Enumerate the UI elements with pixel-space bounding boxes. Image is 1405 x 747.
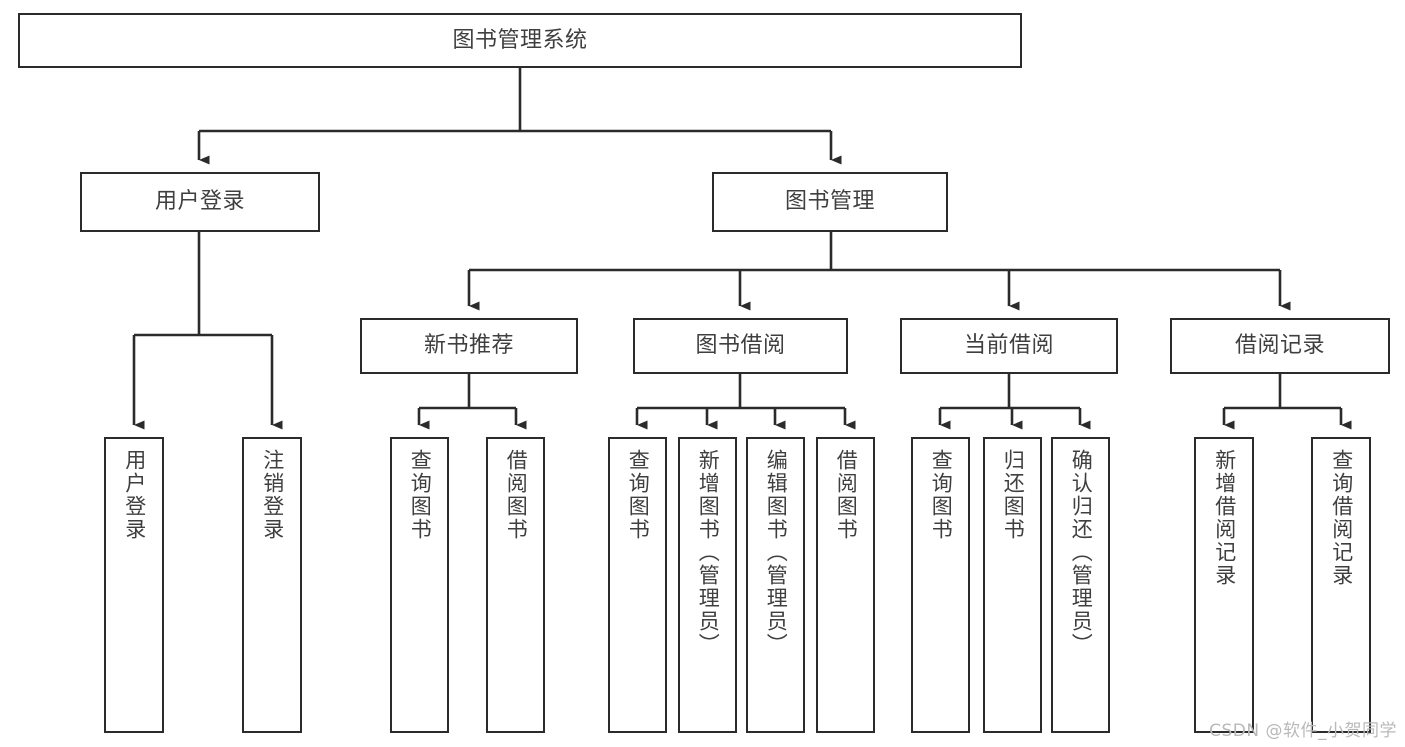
node-current-borrow-label: 当前借阅	[963, 333, 1054, 359]
node-leaf-add-record-label: 新增借阅记录	[1212, 449, 1237, 587]
node-user-login[interactable]: 用户登录	[80, 172, 320, 232]
node-borrow-record-label: 借阅记录	[1234, 333, 1325, 359]
node-leaf-borrow-book-2[interactable]: 借阅图书	[816, 437, 875, 733]
node-leaf-borrow-book-1[interactable]: 借阅图书	[486, 437, 545, 733]
node-new-book-recommend[interactable]: 新书推荐	[360, 318, 578, 374]
node-leaf-query-book-2-label: 查询图书	[626, 449, 651, 541]
node-leaf-add-book[interactable]: 新增图书（管理员）	[678, 437, 737, 733]
node-leaf-query-record-label: 查询借阅记录	[1329, 449, 1354, 587]
node-leaf-logout-login-label: 注销登录	[260, 449, 285, 541]
node-leaf-confirm-return-label: 确认归还（管理员）	[1069, 449, 1094, 656]
node-leaf-query-book-3-label: 查询图书	[929, 449, 954, 541]
node-leaf-query-book-3[interactable]: 查询图书	[911, 437, 970, 733]
node-leaf-confirm-return[interactable]: 确认归还（管理员）	[1051, 437, 1110, 733]
node-leaf-add-record[interactable]: 新增借阅记录	[1194, 437, 1254, 733]
node-book-manage-label: 图书管理	[784, 189, 875, 215]
node-leaf-logout-login[interactable]: 注销登录	[242, 437, 302, 733]
node-leaf-query-record[interactable]: 查询借阅记录	[1311, 437, 1371, 733]
node-leaf-borrow-book-1-label: 借阅图书	[504, 449, 529, 541]
node-borrow-record[interactable]: 借阅记录	[1170, 318, 1390, 374]
node-root-label: 图书管理系统	[452, 27, 588, 53]
node-leaf-borrow-book-2-label: 借阅图书	[834, 449, 859, 541]
node-book-manage[interactable]: 图书管理	[712, 172, 948, 232]
node-leaf-user-login[interactable]: 用户登录	[104, 437, 164, 733]
node-leaf-user-login-label: 用户登录	[122, 449, 147, 541]
node-book-borrow[interactable]: 图书借阅	[633, 318, 848, 374]
node-leaf-add-book-label: 新增图书（管理员）	[696, 449, 721, 656]
csdn-watermark: CSDN @软件_小贺同学	[1209, 721, 1397, 741]
node-current-borrow[interactable]: 当前借阅	[900, 318, 1118, 374]
node-leaf-query-book-1-label: 查询图书	[408, 449, 433, 541]
node-leaf-edit-book-label: 编辑图书（管理员）	[764, 449, 789, 656]
node-root[interactable]: 图书管理系统	[18, 13, 1022, 68]
node-leaf-return-book-label: 归还图书	[1001, 449, 1026, 541]
node-leaf-return-book[interactable]: 归还图书	[983, 437, 1042, 733]
node-book-borrow-label: 图书借阅	[695, 333, 786, 359]
node-user-login-label: 用户登录	[154, 189, 245, 215]
node-new-book-recommend-label: 新书推荐	[423, 333, 514, 359]
node-leaf-query-book-1[interactable]: 查询图书	[390, 437, 449, 733]
node-leaf-query-book-2[interactable]: 查询图书	[608, 437, 667, 733]
node-leaf-edit-book[interactable]: 编辑图书（管理员）	[746, 437, 805, 733]
